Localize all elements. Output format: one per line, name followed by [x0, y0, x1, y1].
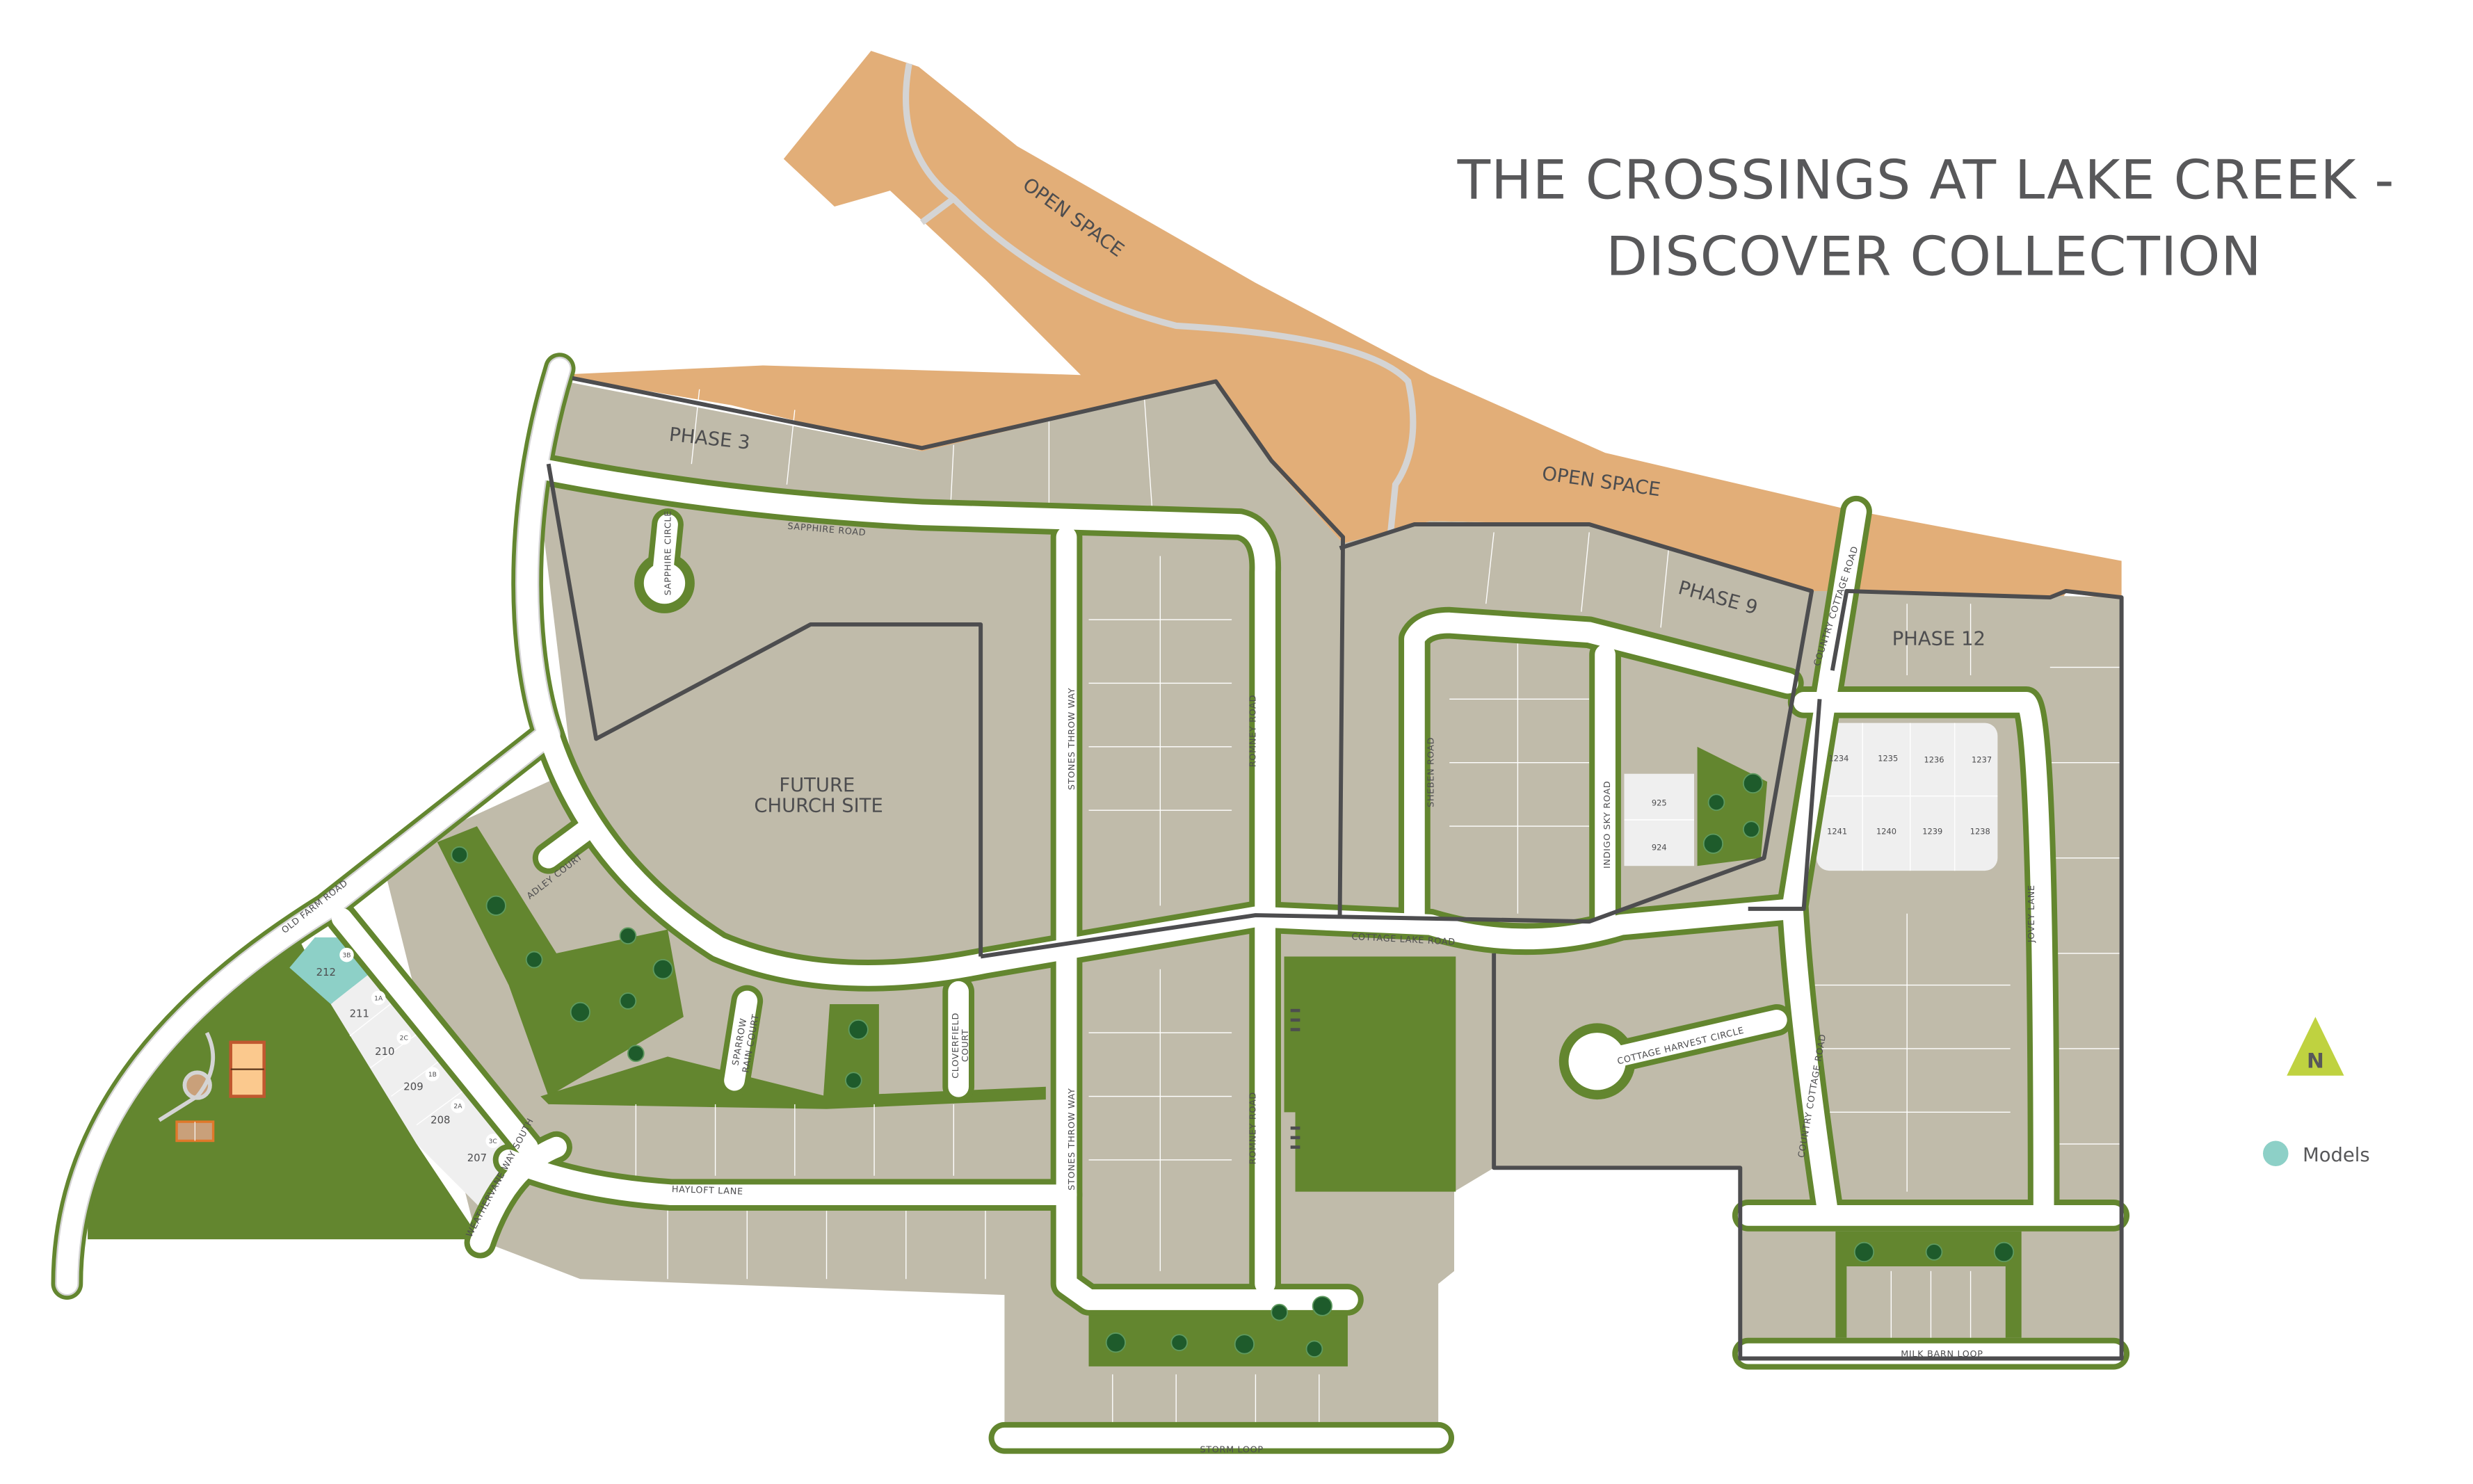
- street-label-stones-throw-way: STONES THROW WAY: [1067, 688, 1077, 790]
- map-title-line1: THE CROSSINGS AT LAKE CREEK -: [1457, 150, 2395, 212]
- tree-icon: [1234, 1334, 1255, 1355]
- street-label-cloverfield-court: CLOVERFIELD: [951, 1013, 961, 1079]
- lot-number: 212: [316, 966, 336, 978]
- park-area: [88, 929, 481, 1240]
- plan-badge: [339, 947, 354, 962]
- phase-9-boundary: [980, 522, 1814, 959]
- tree-icon: [1271, 1303, 1289, 1321]
- lot-925[interactable]: 925: [1652, 798, 1667, 807]
- lot-number: 209: [403, 1080, 423, 1092]
- tree-icon: [1993, 1241, 2015, 1263]
- tree-icon: [485, 895, 506, 916]
- tree-icon: [1853, 1241, 1875, 1263]
- green-space-adley: [437, 826, 684, 1097]
- north-arrow-icon: N: [2287, 1017, 2344, 1076]
- lot-number: 211: [350, 1007, 369, 1019]
- lot-number: 208: [430, 1113, 450, 1126]
- phase-3-boundary: [546, 376, 1346, 957]
- tree-icon: [627, 1045, 645, 1063]
- plan-badge: [396, 1030, 412, 1045]
- legend: Models: [2262, 1140, 2370, 1167]
- plan-badge-text: 3B: [342, 953, 351, 960]
- plan-badge: [425, 1067, 440, 1081]
- lot-211-label[interactable]: 1A 211: [350, 990, 386, 1020]
- tree-icon: [1312, 1296, 1333, 1316]
- tree-icon: [1742, 773, 1764, 794]
- future-church-site: [596, 624, 981, 967]
- tree-icon: [1105, 1332, 1126, 1353]
- tree-icon: [451, 846, 469, 864]
- street-label-sapphire-circle: SAPPHIRE CIRCLE: [663, 510, 674, 595]
- lot-1235[interactable]: 1235: [1878, 753, 1898, 763]
- north-label: N: [2307, 1049, 2324, 1073]
- plan-badge-text: 2C: [400, 1035, 408, 1042]
- lot-212-label[interactable]: 3B 212: [316, 947, 354, 978]
- street-label-romney-road: ROMNEY ROAD: [1248, 695, 1258, 767]
- street-label-cloverfield-court: COURT: [960, 1029, 971, 1063]
- green-space-romney: [1284, 956, 1456, 1192]
- park-amenities: [158, 1031, 266, 1143]
- plan-badge: [485, 1134, 500, 1148]
- phase-12-boundary: [1492, 588, 2124, 1361]
- lot-1234[interactable]: 1234: [1828, 753, 1848, 763]
- street-label-indigo-sky-road: INDIGO SKY ROAD: [1602, 781, 1613, 869]
- tree-icon: [652, 959, 673, 980]
- lot-210-label[interactable]: 2C 210: [375, 1030, 412, 1058]
- church-site-label: CHURCH SITE: [754, 796, 883, 817]
- lot-number: 207: [467, 1152, 487, 1164]
- lots-207-211: [330, 969, 513, 1208]
- green-space-milk-barn: [1835, 1231, 2022, 1338]
- lot-1237[interactable]: 1237: [1972, 755, 1992, 765]
- tree-icon: [1925, 1243, 1943, 1261]
- street-label-romney-road: ROMNEY ROAD: [1248, 1092, 1258, 1164]
- tree-icon: [1742, 821, 1760, 839]
- tree-icon: [525, 951, 543, 969]
- tree-icon: [619, 927, 637, 945]
- street-label-jovey-lane: JOVEY LANE: [2027, 885, 2037, 943]
- road-network: [51, 353, 2130, 1454]
- map-title-line2: DISCOVER COLLECTION: [1606, 225, 2262, 288]
- church-site-label: FUTURE: [779, 775, 855, 796]
- lot-924[interactable]: 924: [1652, 842, 1667, 852]
- legend-models-label: Models: [2303, 1145, 2370, 1166]
- lots-1234-1241: [1816, 723, 1998, 871]
- street-label-stones-throw-way: STONES THROW WAY: [1067, 1088, 1077, 1191]
- street-label-milk-barn-loop: MILK BARN LOOP: [1901, 1349, 1983, 1360]
- lot-209-label[interactable]: 1B 209: [403, 1067, 440, 1092]
- tree-icon: [845, 1072, 862, 1089]
- green-space-cloverfield: [540, 1056, 1046, 1109]
- tree-icon: [619, 992, 637, 1010]
- tree-icon: [1305, 1340, 1323, 1358]
- lot-1239[interactable]: 1239: [1922, 827, 1942, 837]
- lot-number: 210: [375, 1045, 394, 1058]
- tree-icon: [570, 1001, 591, 1023]
- lot-1238[interactable]: 1238: [1970, 827, 1990, 837]
- open-space-trail: [903, 63, 1417, 533]
- tree-icon: [1707, 793, 1725, 812]
- phase-12-label: PHASE 12: [1892, 629, 1985, 650]
- models-swatch-icon: [2262, 1140, 2289, 1167]
- lot-1236[interactable]: 1236: [1924, 755, 1944, 765]
- lot-lines: [635, 389, 2122, 1430]
- plan-badge-text: 2A: [453, 1104, 462, 1111]
- street-label-sheben-road: SHEBEN ROAD: [1426, 737, 1436, 807]
- tree-icon: [1702, 833, 1724, 854]
- street-label-storm-loop: STORM LOOP: [1200, 1444, 1263, 1455]
- plan-badge-text: 1A: [374, 995, 383, 1002]
- trees: [451, 773, 2015, 1358]
- lot-1241[interactable]: 1241: [1827, 827, 1847, 837]
- tree-icon: [848, 1019, 869, 1040]
- plan-badge-text: 3C: [489, 1138, 497, 1145]
- street-label-hayloft-lane: HAYLOFT LANE: [672, 1184, 743, 1197]
- plan-badge: [371, 990, 386, 1006]
- tree-icon: [1170, 1334, 1189, 1351]
- lot-208-label[interactable]: 2A 208: [430, 1098, 465, 1126]
- plan-badge-text: 1B: [428, 1072, 437, 1079]
- plan-badge: [451, 1098, 465, 1113]
- lot-207-label[interactable]: 3C 207: [467, 1134, 500, 1164]
- lot-1240[interactable]: 1240: [1876, 827, 1896, 837]
